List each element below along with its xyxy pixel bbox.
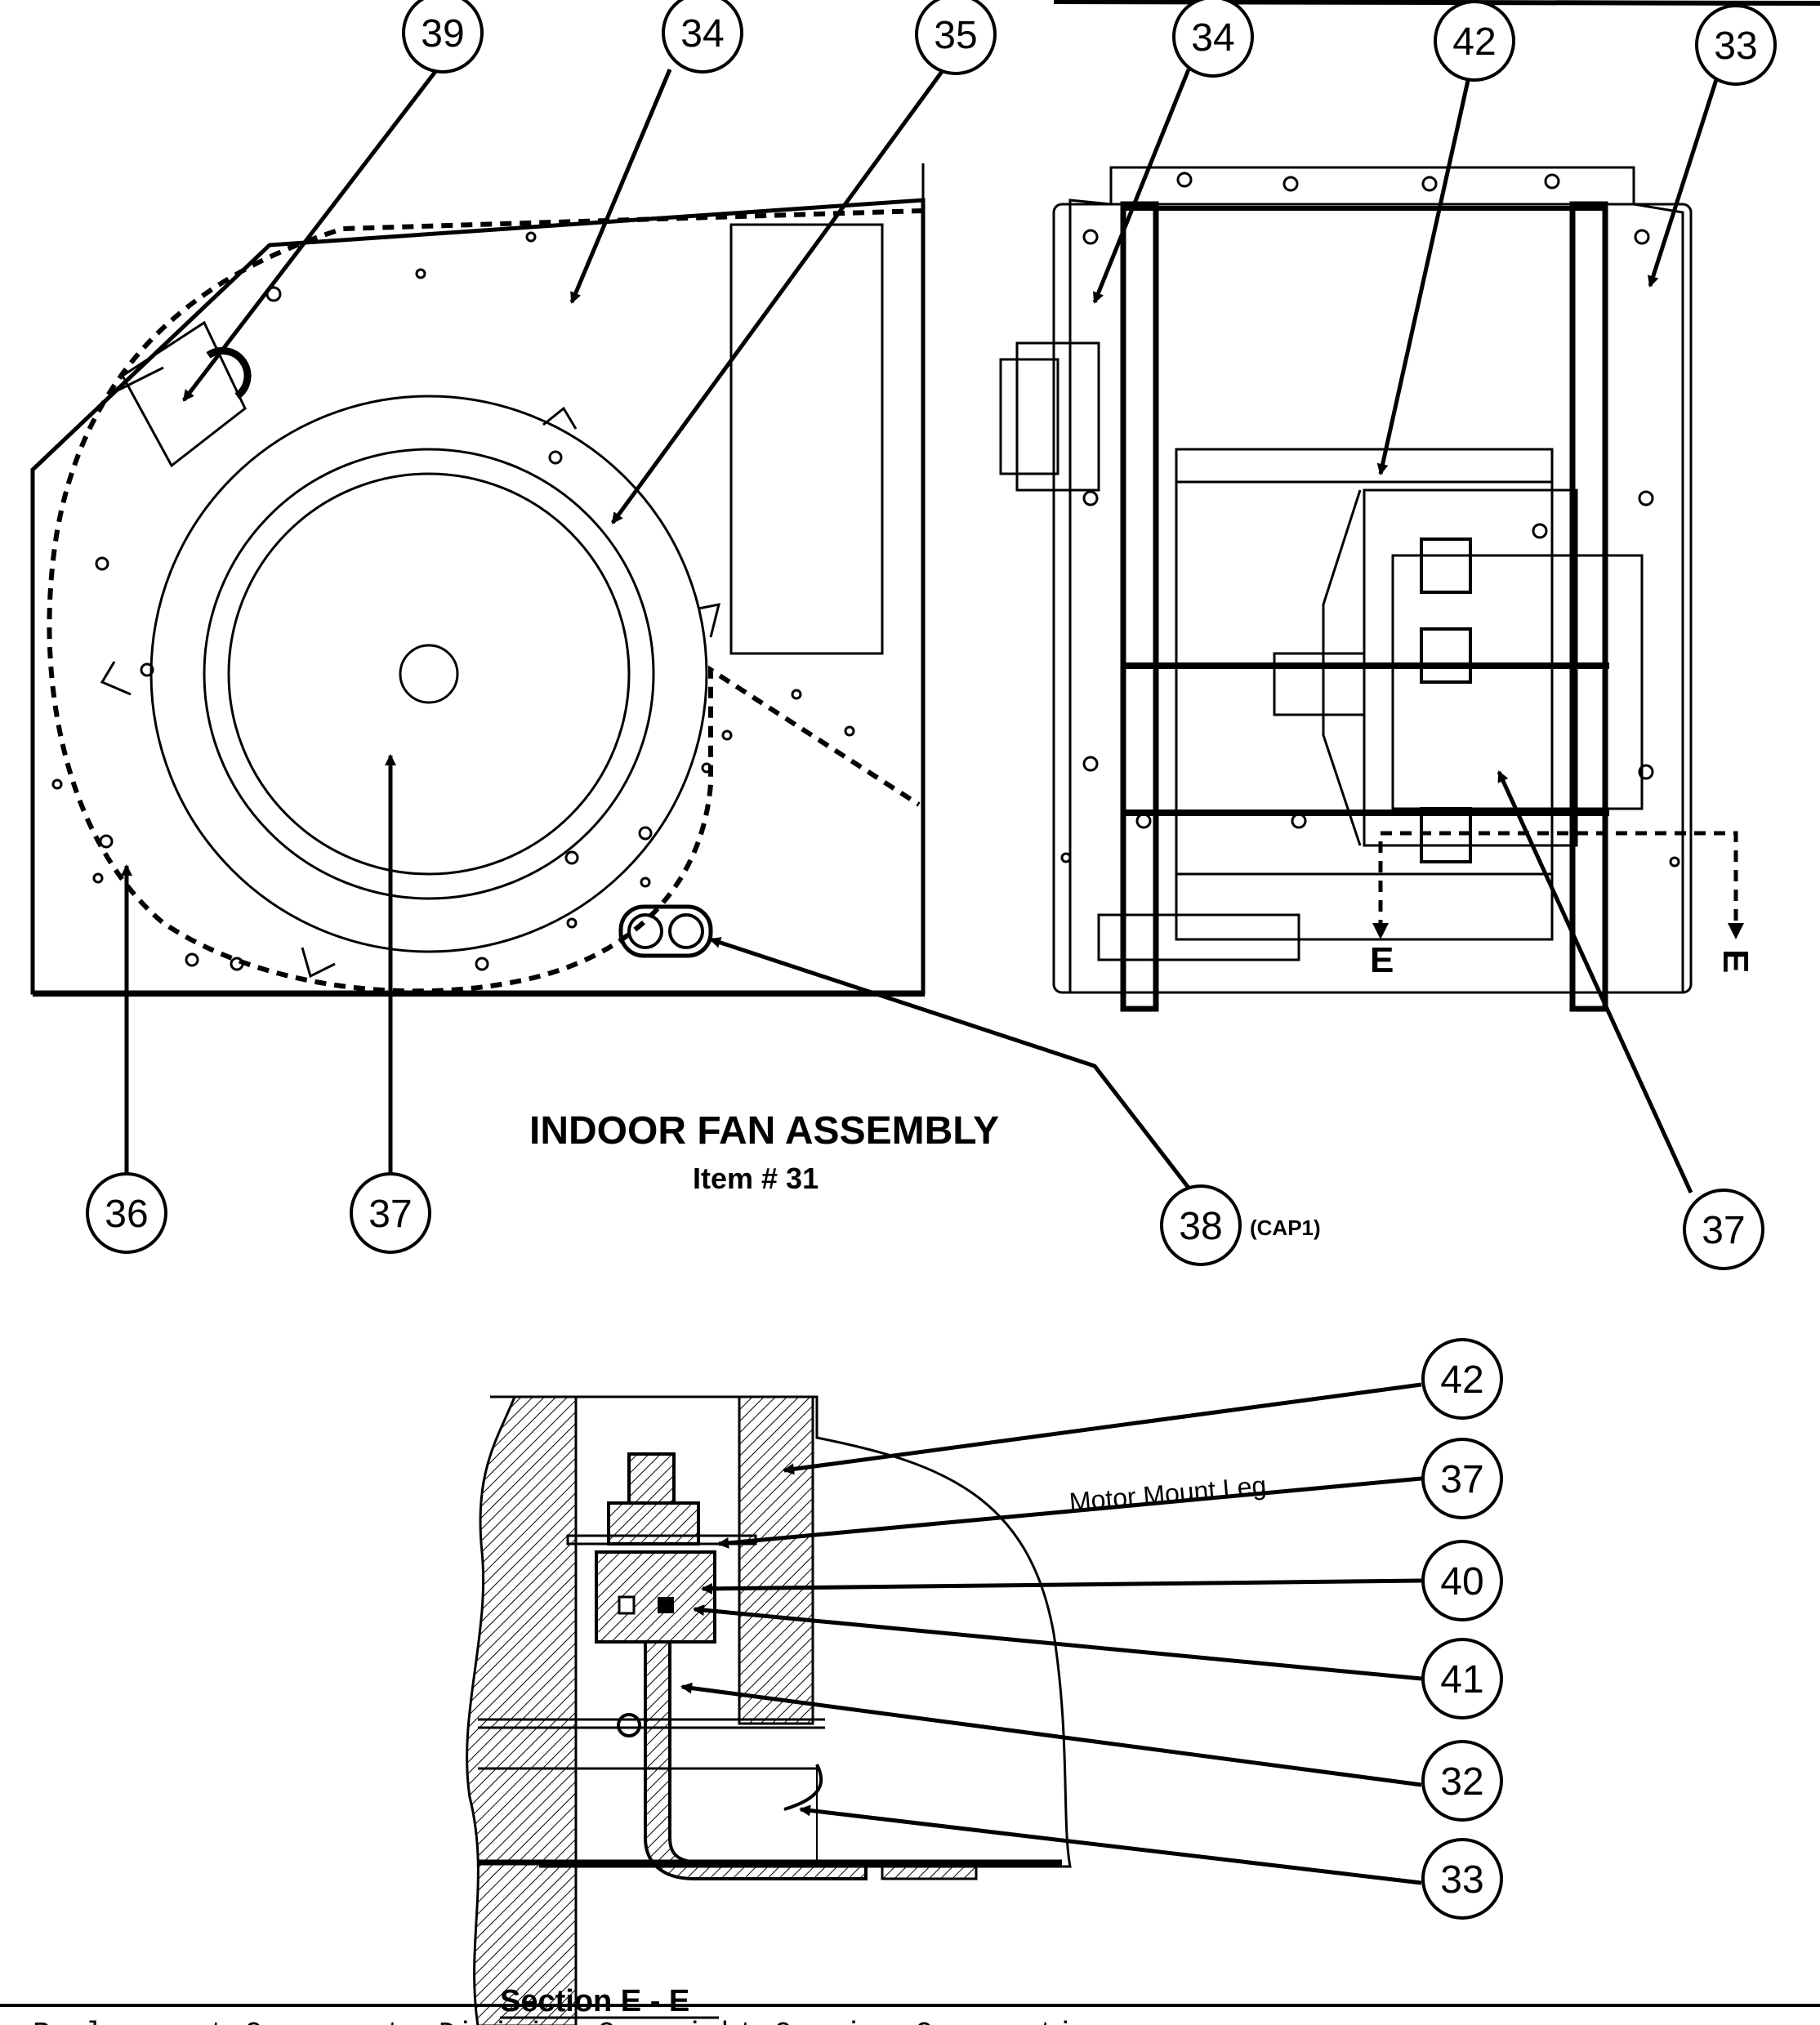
fan-housing-side-view	[30, 163, 926, 997]
svg-text:37: 37	[1440, 1458, 1483, 1501]
section-mark-e-right: E	[1715, 949, 1755, 973]
svg-text:34: 34	[1191, 16, 1234, 60]
top-border-line	[1053, 0, 1820, 6]
callout-42-section: 42	[1421, 1338, 1503, 1420]
callout-35: 35	[915, 0, 997, 75]
callout-37-right: 37	[1683, 1189, 1764, 1270]
callout-42-top: 42	[1434, 0, 1515, 82]
diagram-subtitle: Item # 31	[693, 1162, 819, 1195]
footer-text: Replacement Components Division Copyrigh…	[33, 2018, 1109, 2025]
svg-text:34: 34	[680, 12, 724, 56]
svg-text:41: 41	[1440, 1658, 1483, 1702]
svg-text:37: 37	[1702, 1209, 1745, 1252]
cap-label: (CAP1)	[1250, 1215, 1321, 1240]
fan-housing-front-view: E E	[999, 166, 1755, 1012]
svg-text:40: 40	[1440, 1560, 1483, 1603]
callout-34-right: 34	[1172, 0, 1254, 78]
svg-text:35: 35	[934, 14, 977, 57]
callout-32: 32	[1421, 1740, 1503, 1822]
callout-36: 36	[86, 1172, 167, 1254]
svg-text:37: 37	[368, 1193, 412, 1236]
svg-text:33: 33	[1440, 1858, 1483, 1902]
svg-text:42: 42	[1440, 1358, 1483, 1402]
callout-37-left: 37	[350, 1172, 431, 1254]
svg-text:38: 38	[1179, 1205, 1222, 1248]
callout-39: 39	[402, 0, 484, 74]
leader-lines	[121, 68, 1722, 1885]
svg-text:33: 33	[1714, 25, 1757, 68]
svg-text:32: 32	[1440, 1760, 1483, 1804]
svg-text:42: 42	[1452, 20, 1496, 64]
callout-33-top: 33	[1695, 4, 1777, 86]
callout-38: 38	[1160, 1184, 1242, 1266]
callout-37-section: 37	[1421, 1438, 1503, 1519]
section-e-e-detail: Motor Mount Leg	[466, 1395, 1268, 2025]
callout-40: 40	[1421, 1540, 1503, 1621]
svg-text:39: 39	[421, 12, 464, 56]
section-mark-e-left: E	[1370, 940, 1394, 980]
svg-text:36: 36	[105, 1193, 148, 1236]
section-title: Section E - E	[500, 1984, 689, 2018]
callout-34-left: 34	[662, 0, 743, 74]
callout-33-section: 33	[1421, 1838, 1503, 1920]
callout-41: 41	[1421, 1638, 1503, 1719]
diagram-title: INDOOR FAN ASSEMBLY	[529, 1109, 999, 1153]
